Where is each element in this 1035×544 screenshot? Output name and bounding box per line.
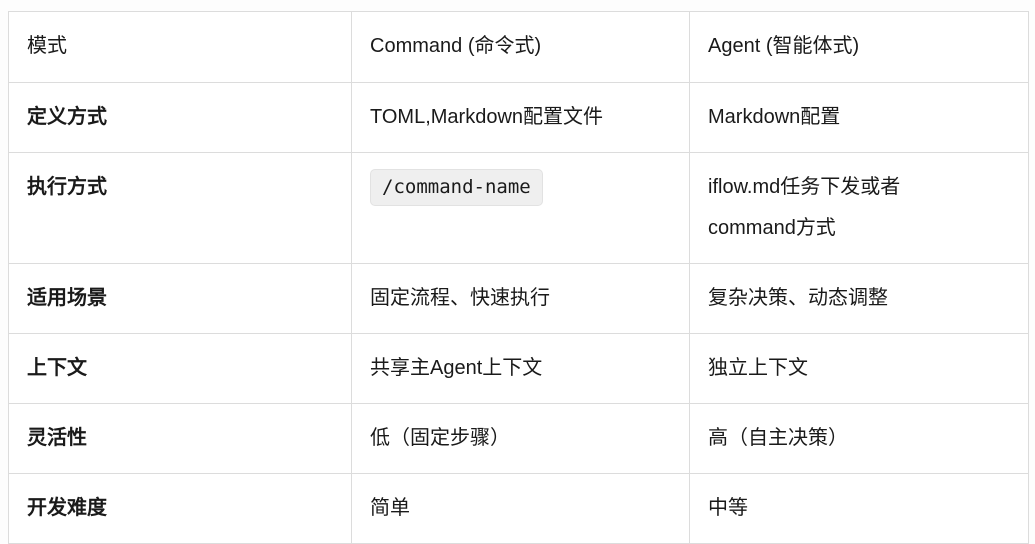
cell-command-context: 共享主Agent上下文 [351, 333, 690, 404]
cell-agent-context: 独立上下文 [689, 333, 1029, 404]
row-label-development-difficulty: 开发难度 [8, 473, 352, 544]
cell-command-mode: Command (命令式) [351, 11, 690, 83]
cell-agent-mode: Agent (智能体式) [689, 11, 1029, 83]
cell-command-execution-method: /command-name [351, 152, 690, 264]
cell-agent-use-case: 复杂决策、动态调整 [689, 263, 1029, 334]
table-row: 开发难度 简单 中等 [8, 473, 1029, 544]
table-row: 模式 Command (命令式) Agent (智能体式) [8, 11, 1029, 83]
comparison-table-container: 模式 Command (命令式) Agent (智能体式) 定义方式 TOML,… [8, 11, 1029, 544]
row-label-flexibility: 灵活性 [8, 403, 352, 474]
mode-comparison-table: 模式 Command (命令式) Agent (智能体式) 定义方式 TOML,… [8, 11, 1029, 544]
cell-agent-development-difficulty: 中等 [689, 473, 1029, 544]
cell-command-development-difficulty: 简单 [351, 473, 690, 544]
table-row: 上下文 共享主Agent上下文 独立上下文 [8, 333, 1029, 404]
row-label-mode: 模式 [8, 11, 352, 83]
cell-command-flexibility: 低（固定步骤） [351, 403, 690, 474]
cell-agent-execution-method: iflow.md任务下发或者 command方式 [689, 152, 1029, 264]
cell-agent-definition-method: Markdown配置 [689, 82, 1029, 153]
command-name-code-snippet: /command-name [370, 169, 543, 206]
cell-command-definition-method: TOML,Markdown配置文件 [351, 82, 690, 153]
table-row: 执行方式 /command-name iflow.md任务下发或者 comman… [8, 152, 1029, 264]
row-label-use-case: 适用场景 [8, 263, 352, 334]
row-label-context: 上下文 [8, 333, 352, 404]
agent-execution-line-2: command方式 [708, 217, 836, 239]
row-label-definition-method: 定义方式 [8, 82, 352, 153]
table-row: 灵活性 低（固定步骤） 高（自主决策） [8, 403, 1029, 474]
cell-agent-flexibility: 高（自主决策） [689, 403, 1029, 474]
agent-execution-line-1: iflow.md任务下发或者 [708, 176, 901, 198]
table-body: 模式 Command (命令式) Agent (智能体式) 定义方式 TOML,… [8, 11, 1029, 544]
cell-command-use-case: 固定流程、快速执行 [351, 263, 690, 334]
table-row: 定义方式 TOML,Markdown配置文件 Markdown配置 [8, 82, 1029, 153]
table-row: 适用场景 固定流程、快速执行 复杂决策、动态调整 [8, 263, 1029, 334]
row-label-execution-method: 执行方式 [8, 152, 352, 264]
